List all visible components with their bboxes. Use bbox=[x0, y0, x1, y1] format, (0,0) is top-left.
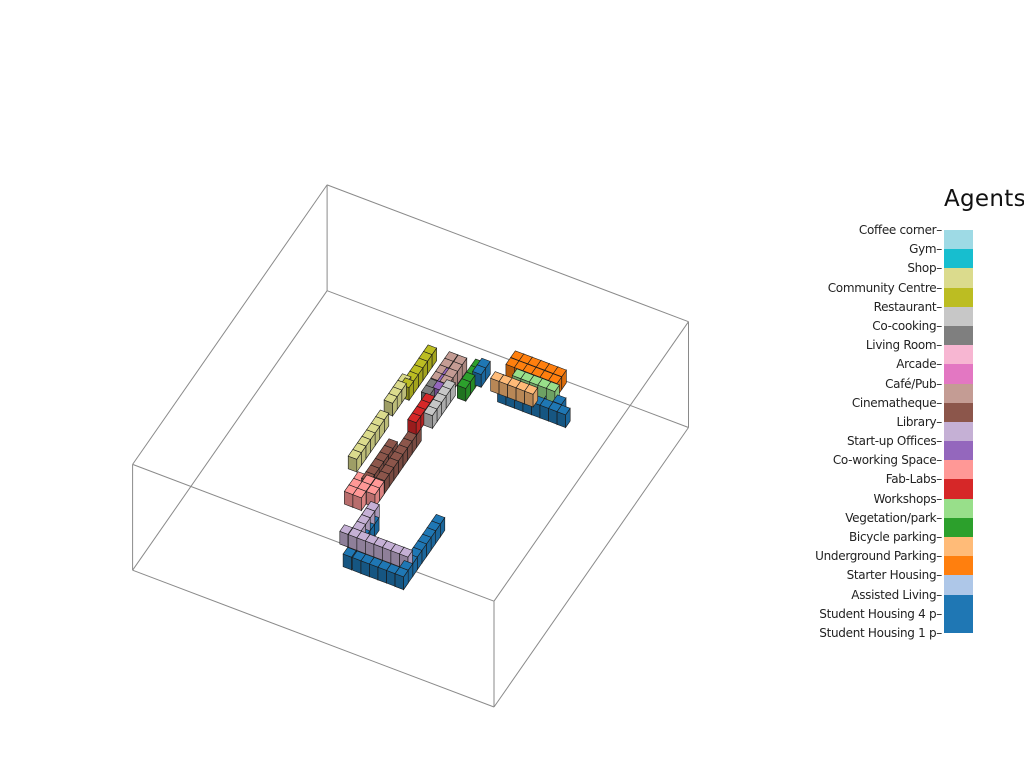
voxel-face-top bbox=[399, 546, 413, 558]
legend-swatch bbox=[944, 249, 973, 269]
legend-label: Student Housing 4 p– bbox=[819, 606, 942, 621]
legend-label: Arcade– bbox=[896, 357, 942, 372]
legend-swatch bbox=[944, 268, 973, 288]
legend-swatch bbox=[944, 402, 973, 422]
legend-label: Student Housing 1 p– bbox=[819, 625, 942, 640]
legend-swatch bbox=[944, 441, 973, 461]
legend-label: Living Room– bbox=[865, 338, 942, 353]
legend-entry: Community Centre– bbox=[790, 281, 980, 307]
legend-label: Co-cooking– bbox=[872, 318, 942, 333]
legend-label: Cinematheque– bbox=[851, 395, 942, 410]
legend-entry: Starter Housing– bbox=[790, 568, 980, 595]
legend-swatch bbox=[944, 306, 973, 326]
legend-entry: Bicycle parking– bbox=[790, 530, 980, 557]
legend-swatch bbox=[944, 556, 973, 576]
legend-swatch bbox=[944, 230, 973, 250]
legend-entry: Start-up Offices– bbox=[790, 434, 980, 461]
legend-label: Workshops– bbox=[873, 491, 943, 506]
legend-swatch bbox=[944, 517, 973, 537]
legend-entry: Cinematheque– bbox=[790, 396, 980, 422]
legend-label: Start-up Offices– bbox=[846, 434, 942, 449]
legend-swatch bbox=[944, 537, 973, 557]
voxel-face-top bbox=[394, 566, 409, 578]
bounding-box-edge bbox=[326, 184, 689, 323]
legend-label: Fab-Labs– bbox=[885, 472, 943, 487]
legend-entry: Co-working Space– bbox=[790, 453, 980, 480]
bounding-box-edge bbox=[493, 321, 689, 602]
legend-entry: Assisted Living– bbox=[790, 588, 980, 614]
voxel-face-top bbox=[456, 378, 471, 389]
voxel-face-top bbox=[556, 404, 571, 416]
bounding-box-edge bbox=[132, 184, 328, 465]
legend-swatch bbox=[944, 364, 973, 384]
voxel-face-top bbox=[545, 381, 560, 392]
legend-swatch bbox=[944, 498, 973, 518]
voxel-face-top bbox=[342, 547, 357, 558]
legend-entry: Coffee corner– bbox=[790, 223, 980, 250]
voxel-face-top bbox=[407, 412, 422, 424]
voxel-face-top bbox=[524, 384, 539, 395]
legend-label: Shop– bbox=[907, 261, 942, 276]
legend-label: Vegetation/park– bbox=[845, 510, 942, 525]
legend-entry: Living Room– bbox=[790, 338, 980, 365]
legend-swatch bbox=[944, 325, 973, 346]
legend-swatch bbox=[944, 575, 973, 595]
legend-label: Restaurant– bbox=[873, 299, 943, 314]
voxel-face-top bbox=[552, 394, 567, 405]
legend-swatch bbox=[944, 345, 973, 365]
legend-swatch bbox=[944, 479, 973, 499]
legend-entry: Underground Parking– bbox=[790, 549, 980, 576]
legend-label: Café/Pub– bbox=[885, 376, 942, 391]
legend-entry: Library– bbox=[790, 415, 980, 442]
legend-swatch bbox=[944, 594, 973, 614]
bounding-box-edge bbox=[132, 463, 495, 602]
legend-entry: Gym– bbox=[790, 242, 980, 269]
bounding-box-edge bbox=[493, 427, 689, 708]
legend-label: Starter Housing– bbox=[846, 568, 943, 583]
voxel-face-top bbox=[423, 405, 438, 417]
voxel-face-top bbox=[383, 393, 398, 404]
legend-label: Underground Parking– bbox=[815, 549, 942, 564]
legend-entry: Student Housing 1 p– bbox=[790, 626, 980, 651]
bounding-box-edge bbox=[132, 290, 328, 571]
legend-swatch bbox=[944, 383, 973, 403]
legend-entry: Workshops– bbox=[790, 492, 980, 518]
legend-swatch bbox=[944, 421, 973, 442]
voxel-face-top bbox=[472, 364, 487, 375]
legend-entry: Arcade– bbox=[790, 357, 980, 384]
voxel-face-top bbox=[552, 366, 567, 378]
legend-entry: Shop– bbox=[790, 261, 980, 288]
voxel-face-top bbox=[420, 384, 435, 396]
legend-label: Library– bbox=[896, 414, 942, 429]
legend-swatch bbox=[944, 613, 973, 633]
legend-label: Co-working Space– bbox=[832, 453, 942, 468]
legend-label: Assisted Living– bbox=[851, 587, 942, 602]
legend-entry: Vegetation/park– bbox=[790, 511, 980, 537]
legend-swatch bbox=[944, 287, 973, 307]
bounding-box-edge bbox=[132, 569, 495, 708]
legend-label: Coffee corner– bbox=[858, 223, 942, 237]
legend-entry: Café/Pub– bbox=[790, 377, 980, 403]
voxel-group bbox=[339, 344, 571, 591]
bounding-box-edge bbox=[326, 290, 689, 428]
legend-title: Agents bbox=[944, 186, 1024, 212]
legend-entry: Student Housing 4 p– bbox=[790, 607, 980, 633]
legend-swatch bbox=[944, 460, 973, 480]
legend-label: Community Centre– bbox=[827, 280, 943, 295]
legend-label: Gym– bbox=[909, 242, 942, 257]
legend-label: Bicycle parking– bbox=[848, 530, 942, 544]
legend: Coffee corner– Gym– Shop– Community Centre–… bbox=[790, 223, 980, 651]
voxel-face-top bbox=[365, 484, 380, 496]
bounding-box bbox=[132, 184, 689, 708]
legend-entry: Fab-Labs– bbox=[790, 472, 980, 499]
voxel-face-top bbox=[347, 449, 362, 460]
voxel-face-top bbox=[548, 373, 563, 384]
legend-entry: Restaurant– bbox=[790, 300, 980, 326]
voxel-face-top bbox=[352, 487, 367, 499]
legend-entry: Co-cooking– bbox=[790, 319, 980, 346]
